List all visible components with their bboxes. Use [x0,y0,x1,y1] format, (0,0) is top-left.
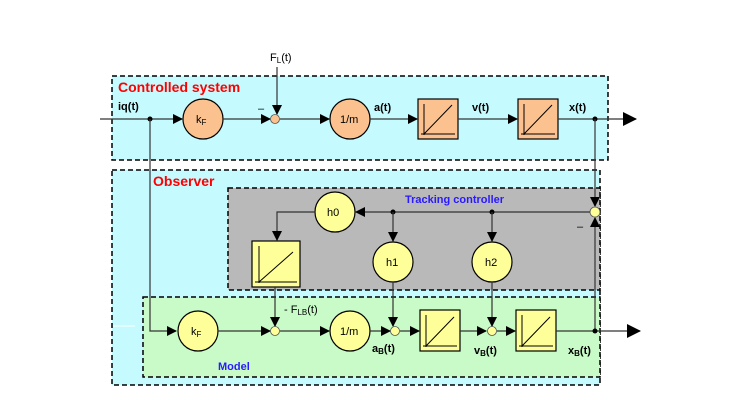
model-force-summing-junction [270,326,280,336]
position-label: x(t) [569,102,586,114]
model-inverse-mass-label: 1/m [340,326,358,338]
tracking-controller-title: Tracking controller [405,194,505,206]
model-kf-label: k [191,326,197,338]
input-to-model-line [149,119,177,336]
velocity-integrator-block [417,98,459,140]
accel-label: a(t) [374,102,391,114]
observer-title: Observer [153,173,215,189]
load-estimate-integrator-block [251,240,301,288]
load-estimate-label: - FLB(t) [284,304,318,317]
model-velocity-label: vB(t) [474,345,497,358]
model-position-integrator-block [515,309,557,352]
controlled-system-title: Controlled system [118,79,240,95]
kf-label: k [196,114,202,126]
inverse-mass-label: 1/m [340,114,358,126]
kf-subscript: F [202,118,207,127]
model-accel-label: aB(t) [372,343,395,356]
model-kf-subscript: F [197,330,202,339]
h1-label: h1 [386,257,398,269]
h2-label: h2 [485,257,497,269]
svg-text:kF: kF [191,326,202,339]
model-accel-summing-junction [390,326,400,336]
h0-to-integrator-line [272,211,315,241]
position-integrator-block [517,98,559,140]
load-summing-junction [270,114,280,124]
model-position-label: xB(t) [568,345,591,358]
input-label: iq(t) [118,101,139,113]
model-position-branch-node [592,328,598,334]
svg-text:kF: kF [196,114,207,127]
minus-sign: – [258,103,265,115]
velocity-label: v(t) [472,102,489,114]
h0-label: h0 [327,207,339,219]
model-title: Model [218,361,250,373]
model-velocity-integrator-block [419,309,461,352]
error-summing-junction [589,206,601,218]
model-velocity-summing-junction [487,326,497,336]
feedback-minus-sign: – [577,221,584,233]
load-force-label: FL(t) [270,52,292,65]
